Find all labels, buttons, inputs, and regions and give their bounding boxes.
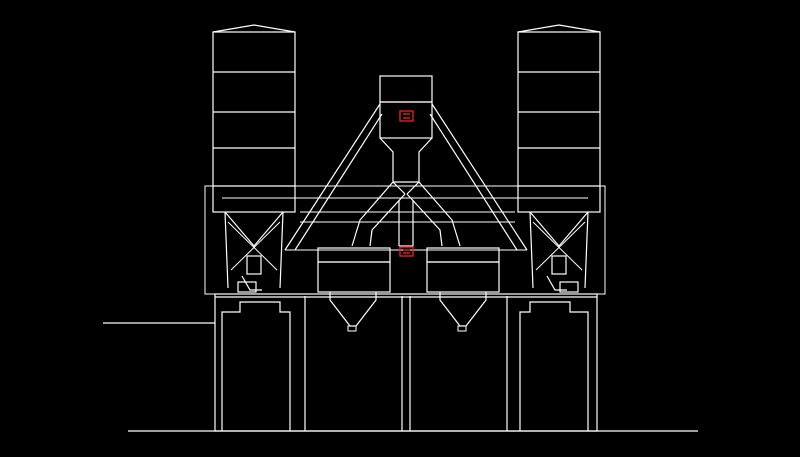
left-cement-silo	[212, 24, 296, 293]
weigh-hopper-left	[317, 247, 391, 332]
central-mixer-tower	[351, 75, 461, 247]
support-stays	[284, 103, 528, 251]
ground-lines	[103, 322, 698, 432]
red-markers	[399, 110, 414, 257]
right-cement-silo	[517, 24, 601, 293]
weigh-hopper-right	[426, 247, 500, 332]
rear-frame	[204, 185, 606, 295]
aggregate-bin-foundation	[214, 293, 598, 432]
